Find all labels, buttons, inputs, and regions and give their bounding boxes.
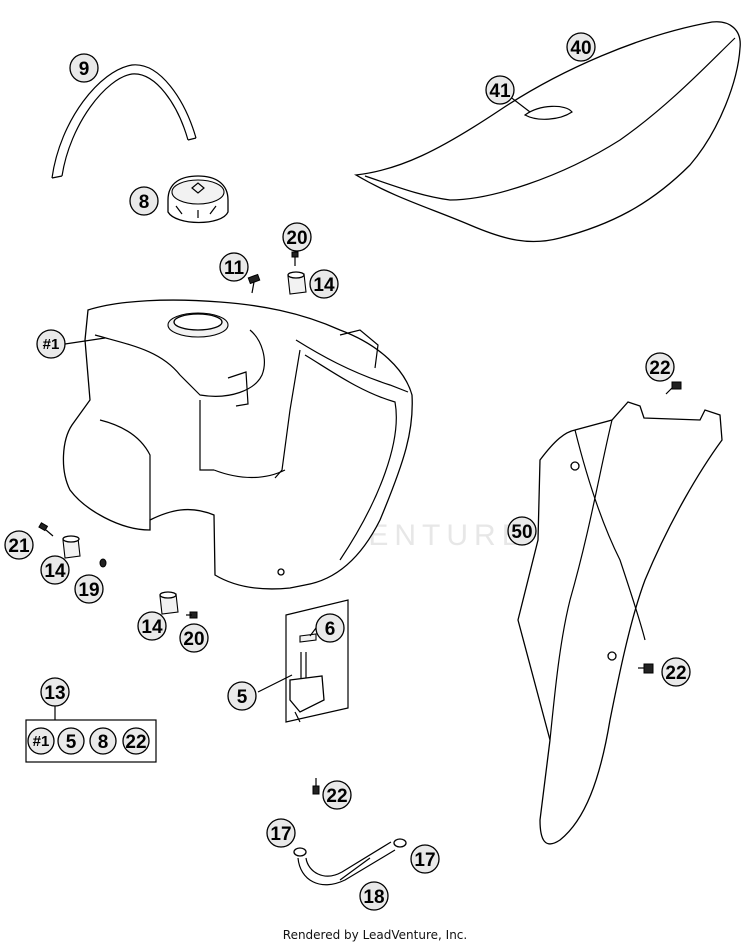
callout-13: 13 — [40, 677, 70, 707]
bushing-part-14-mid — [159, 591, 179, 615]
svg-text:22: 22 — [665, 663, 686, 684]
callout-14-top: 14 — [309, 269, 339, 299]
kit-item-1: #1 — [33, 733, 50, 750]
screw-part-22-top — [665, 381, 682, 395]
callout-20-top: 20 — [282, 222, 312, 252]
callout-19: 19 — [74, 574, 104, 604]
callout-21: 21 — [4, 530, 34, 560]
fuel-tap-part-5 — [285, 599, 349, 723]
callout-9: 9 — [69, 53, 99, 83]
callout-8: 8 — [129, 186, 159, 216]
kit-item-22: 22 — [125, 732, 146, 753]
svg-text:8: 8 — [139, 192, 150, 213]
svg-text:41: 41 — [489, 81, 511, 102]
footer-credit: Rendered by LeadVenture, Inc. — [282, 928, 468, 942]
hose-part-9 — [51, 64, 197, 179]
callout-22-top: 22 — [645, 352, 675, 382]
kit-13-contents: #1 5 8 22 — [27, 727, 150, 755]
svg-text:20: 20 — [286, 228, 307, 249]
callout-17-right: 17 — [410, 844, 440, 874]
svg-text:14: 14 — [313, 275, 335, 296]
fuel-tank-part-1 — [62, 299, 413, 590]
callout-6: 6 — [315, 613, 345, 643]
grommet-part-19 — [99, 558, 107, 568]
screw-part-20-mid — [186, 611, 198, 619]
svg-text:6: 6 — [325, 619, 336, 640]
callout-50: 50 — [507, 516, 537, 546]
svg-text:5: 5 — [237, 687, 248, 708]
svg-text:50: 50 — [511, 522, 532, 543]
screw-part-21 — [38, 522, 54, 537]
kit-item-8: 8 — [98, 732, 109, 753]
svg-text:#1: #1 — [43, 336, 60, 353]
gasket-part-6 — [299, 633, 317, 643]
screw-part-22-bottom — [312, 778, 320, 795]
svg-text:11: 11 — [224, 258, 245, 279]
callout-41: 41 — [485, 75, 515, 105]
svg-text:22: 22 — [649, 358, 670, 379]
callout-40: 40 — [566, 32, 596, 62]
screw-part-11 — [247, 273, 261, 294]
callout-17-left: 17 — [266, 818, 296, 848]
side-panel-part-50 — [517, 401, 723, 845]
svg-text:19: 19 — [78, 580, 99, 601]
screw-part-20-top — [291, 251, 299, 266]
clamp-part-17-right — [393, 838, 407, 848]
callout-5: 5 — [227, 681, 257, 711]
callout-1: #1 — [36, 329, 66, 359]
clamp-part-17-left — [293, 847, 307, 857]
kit-item-5: 5 — [66, 732, 77, 753]
kit-part-13 — [25, 705, 157, 763]
svg-text:13: 13 — [44, 683, 65, 704]
callout-22-bottom: 22 — [322, 780, 352, 810]
bushing-part-14-top — [287, 271, 307, 295]
svg-text:17: 17 — [270, 824, 291, 845]
svg-text:17: 17 — [414, 850, 435, 871]
callout-18: 18 — [359, 881, 389, 911]
fuel-cap-part-8 — [167, 175, 229, 224]
bushing-part-14-left — [62, 535, 81, 559]
seat-part-40 — [353, 21, 741, 243]
svg-text:20: 20 — [183, 629, 204, 650]
svg-text:40: 40 — [570, 38, 591, 59]
callout-11: 11 — [219, 252, 249, 282]
svg-text:14: 14 — [141, 617, 163, 638]
callout-14-mid: 14 — [137, 611, 167, 641]
svg-text:22: 22 — [326, 786, 347, 807]
hose-part-18 — [297, 841, 396, 886]
screw-part-22-right — [638, 663, 654, 674]
svg-text:14: 14 — [44, 561, 66, 582]
callout-14-left: 14 — [40, 555, 70, 585]
svg-text:21: 21 — [8, 536, 30, 557]
svg-text:18: 18 — [363, 887, 384, 908]
callout-22-right: 22 — [661, 657, 691, 687]
callout-20-mid: 20 — [179, 623, 209, 653]
svg-text:9: 9 — [79, 59, 90, 80]
